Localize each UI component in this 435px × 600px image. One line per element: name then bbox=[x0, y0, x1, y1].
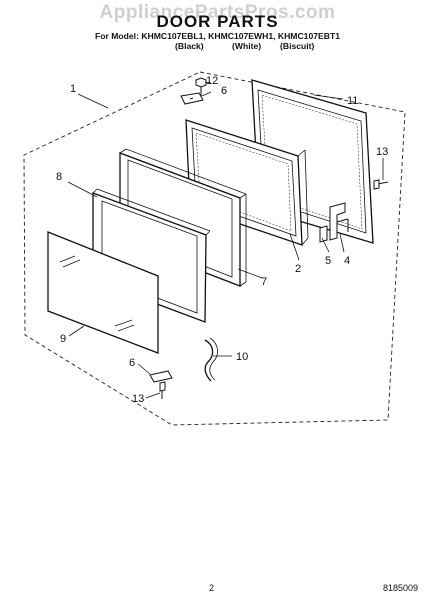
callout-13-lower: 13 bbox=[132, 393, 144, 405]
callout-5: 5 bbox=[325, 255, 331, 267]
callout-12: 12 bbox=[206, 75, 218, 87]
part-4-latch-bracket bbox=[329, 202, 349, 241]
part-6-bottom-bracket bbox=[149, 370, 173, 383]
callout-10: 10 bbox=[236, 351, 248, 363]
part-10-latch-hook bbox=[204, 337, 218, 382]
leader-lines bbox=[67, 81, 384, 399]
part-13-screw-upper bbox=[373, 179, 389, 190]
assembly-boundary bbox=[23, 71, 406, 426]
page-title: DOOR PARTS bbox=[156, 12, 279, 31]
watermark: AppliancePartsPros.com bbox=[99, 2, 336, 23]
callout-1: 1 bbox=[70, 83, 76, 95]
callout-6-bottom: 6 bbox=[129, 357, 135, 369]
part-9-door-glass bbox=[47, 231, 159, 354]
color-label-black: (Black) bbox=[175, 41, 204, 51]
color-label-white: (White) bbox=[232, 41, 262, 51]
part-6-top-bracket bbox=[180, 92, 204, 105]
model-line: For Model: KHMC107EBL1, KHMC107EWH1, KHM… bbox=[95, 31, 340, 41]
part-13-screw-lower bbox=[159, 381, 166, 399]
callout-2: 2 bbox=[295, 263, 301, 275]
part-5-latch-clip bbox=[319, 225, 328, 243]
page-number: 2 bbox=[209, 583, 215, 593]
callout-9: 9 bbox=[60, 333, 66, 345]
callout-7: 7 bbox=[261, 276, 267, 288]
callout-8: 8 bbox=[56, 171, 62, 183]
callout-4: 4 bbox=[344, 255, 350, 267]
part-12-screw bbox=[195, 77, 207, 100]
callout-6-top: 6 bbox=[221, 85, 227, 97]
document-number: 8185009 bbox=[383, 583, 419, 593]
color-label-biscuit: (Biscuit) bbox=[280, 41, 315, 51]
callout-13-upper: 13 bbox=[376, 146, 388, 158]
callout-11: 11 bbox=[347, 95, 358, 107]
